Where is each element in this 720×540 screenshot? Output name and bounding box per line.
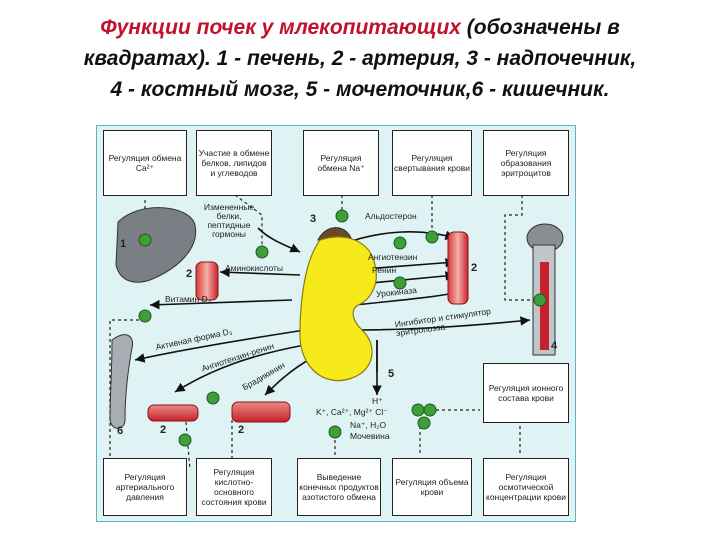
number-artery-bottom-2: 2 [238,424,245,436]
label-vitd: Витамин D₃ [165,294,212,304]
box-osmotic: Регуляция осмотической концентрации кров… [483,458,569,516]
node-vol-3 [417,416,431,430]
artery-bottom-1 [147,404,199,422]
box-blood-volume: Регуляция объема крови [392,458,472,516]
label-h-plus: H⁺ [372,396,383,406]
number-adrenal: 3 [310,213,317,225]
intestine-organ [109,334,134,429]
number-ureter: 5 [388,368,395,380]
node-brady [206,391,220,405]
title-line-1: Функции почек у млекопитающих (обозначен… [0,12,720,43]
node-ca [138,233,152,247]
node-coag [425,230,439,244]
node-ery [533,293,547,307]
dash-ery [504,195,540,301]
box-acid-base: Регуляция кислотно-основного состояния к… [196,458,272,516]
label-urea: Мочевина [350,431,390,441]
label-ions: K⁺, Ca²⁺, Mg²⁺ Cl⁻ [316,407,388,417]
arrow-angiot-renin [174,344,306,393]
node-aldo [393,236,407,250]
box-regulation-na: Регуляция обмена Na⁺ [303,130,379,196]
node-vol-2 [423,403,437,417]
node-excr [328,425,342,439]
number-artery-right: 2 [471,262,478,274]
label-renin: Ренин [372,265,397,275]
label-na-h2o: Na⁺, H₂O [350,420,387,430]
arrow-active-d [134,329,306,363]
dash-metab [234,194,263,250]
artery-bottom-2 [231,401,291,423]
slide-title: Функции почек у млекопитающих (обозначен… [0,12,720,105]
number-artery-left: 2 [186,268,193,280]
box-metabolism: Участие в обмене белков, липидов и углев… [196,130,272,196]
artery-right [447,231,469,305]
arrow-vitd [149,299,293,310]
label-proteins: Измененные белки, пептидные гормоны [203,202,255,239]
node-vitd [138,309,152,323]
title-red-text: Функции почек у млекопитающих [100,16,461,39]
box-coagulation: Регуляция свертывания крови [392,130,472,196]
title-line-2: квадратах). 1 - печень, 2 - артерия, 3 -… [83,47,637,70]
number-bone-marrow: 4 [551,340,558,352]
box-ion-composition: Регуляция ионного состава крови [483,363,569,423]
bone-organ [526,223,564,356]
label-angiotensin: Ангиотензин [368,252,418,262]
kidney-organ [299,236,377,382]
artery-left [195,261,219,301]
title-black-text: (обозначены в [460,16,620,39]
label-aldosterone: Альдостерон [365,211,417,221]
node-vol-1 [411,403,425,417]
node-bp [178,433,192,447]
liver-organ [115,207,197,283]
arrow-proteins [257,227,301,253]
node-metab [255,245,269,259]
number-liver: 1 [120,238,127,250]
box-regulation-ca: Регуляция обмена Ca²⁺ [103,130,187,196]
label-aminoacids: Аминокислоты [225,263,283,273]
box-excretion: Выведение конечных продуктов азотистого … [297,458,381,516]
number-artery-bottom-1: 2 [160,424,167,436]
title-line-3: 4 - костный мозг, 5 - мочеточник,6 - киш… [110,78,610,101]
arrow-aminoacids [219,267,301,278]
box-blood-pressure: Регуляция артериального давления [103,458,187,516]
arrow-inhibitor [354,316,531,331]
node-na [335,209,349,223]
node-renin [393,276,407,290]
number-intestine: 6 [117,425,124,437]
box-erythropoiesis: Регуляция образования эритроцитов [483,130,569,196]
